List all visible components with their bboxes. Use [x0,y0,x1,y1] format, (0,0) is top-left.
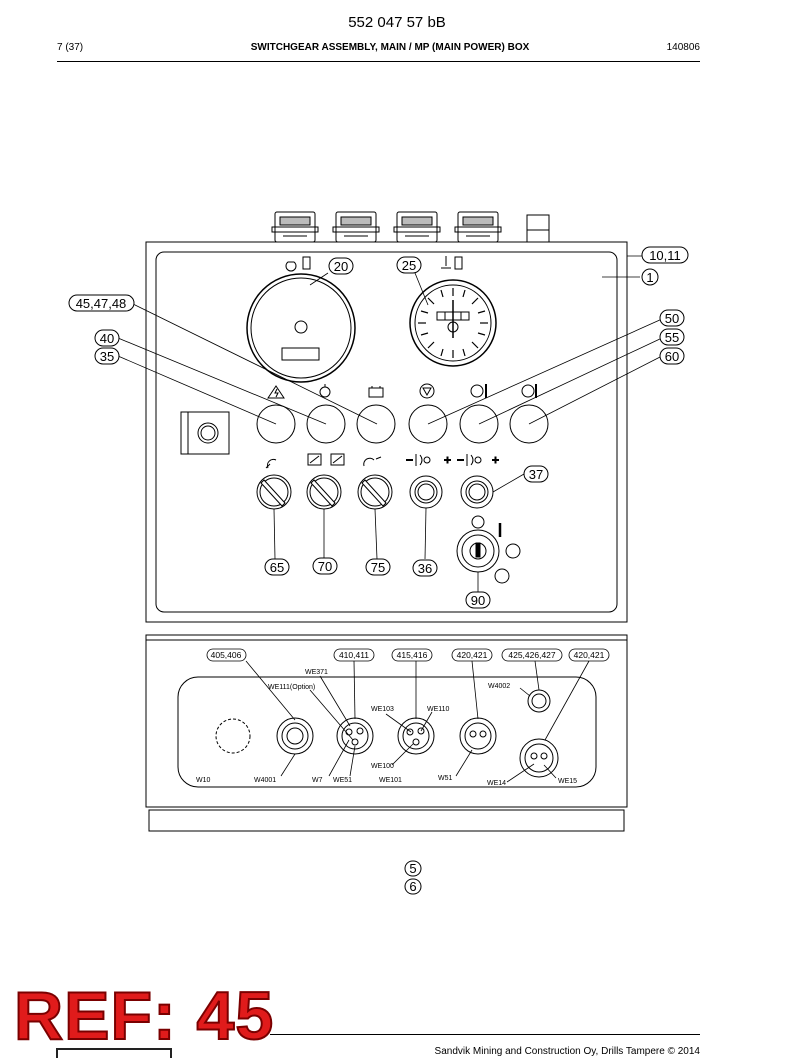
page-number: 7 (37) [57,42,84,53]
cable-label-we101: WE101 [379,777,402,784]
callout-6: 6 [409,879,416,894]
cable-labels: WE371 WE111(Option) WE103 WE110 W4002 WE… [196,669,577,787]
cable-label-w4002: W4002 [488,683,510,690]
coolant-temp-icon [441,256,463,270]
cable-label-w51: W51 [438,775,453,782]
cable-entry-small [527,689,551,713]
gauge-right-dial [409,279,497,367]
engine-temp-icon [319,384,331,398]
cable-label-we51: WE51 [333,777,352,784]
indicator-lamps [256,404,549,444]
cable-entry-gland [276,717,314,755]
cable-label-we371: WE371 [305,669,328,676]
pump-minus-plus-icon [406,454,499,466]
callout-405-406: 405,406 [211,650,242,660]
cable-label-w10: W10 [196,777,211,784]
document-title: SWITCHGEAR ASSEMBLY, MAIN / MP (MAIN POW… [250,42,530,53]
cable-entry-gland [459,717,497,755]
callout-35: 35 [100,349,114,364]
cable-label-we14: WE14 [487,780,506,787]
document-number: 552 047 57 bB [348,14,446,31]
engine-hours-icon [285,256,311,272]
push-button-box [180,411,230,455]
cable-label-w4001: W4001 [254,777,276,784]
lamp-warning-icon [267,385,285,399]
rotary-switch [256,474,292,510]
callout-40: 40 [100,331,114,346]
cable-entry-gland [336,717,374,755]
cable-entry-gland [397,717,435,755]
top-cable-glands [271,211,550,243]
callout-420-421-a: 420,421 [457,650,488,660]
callout-70: 70 [318,559,332,574]
main-box-outline [145,241,628,623]
cable-label-we110: WE110 [427,706,450,713]
callout-labels: 20 25 10,11 1 45,47,48 40 35 50 55 60 37… [76,248,681,894]
vent-plug [526,214,550,243]
rotary-switch [306,474,342,510]
ref-stamp: REF: 45 [13,978,275,1054]
push-button [409,475,443,509]
cable-gland [454,211,502,243]
callout-36: 36 [418,561,432,576]
push-button [460,475,494,509]
callout-25: 25 [402,258,416,273]
footer-rule [270,1034,700,1035]
callout-55: 55 [665,330,679,345]
cable-entry-blank [215,718,251,754]
bottom-box-outline [145,634,628,808]
callout-65: 65 [270,560,284,575]
oil-pressure-icon [470,384,487,398]
callout-420-421-b: 420,421 [574,650,605,660]
bottom-leader-lines [245,660,590,783]
gland-plate [177,676,597,788]
cable-label-we103: WE103 [371,706,394,713]
hazard-triangle-icon [419,383,435,399]
cable-label-w7: W7 [312,777,323,784]
cable-gland [332,211,380,243]
key-switch-icon [456,515,521,584]
rotary-switch [357,474,393,510]
washer-icon [363,456,382,467]
battery-icon [368,386,384,398]
callout-415-416: 415,416 [397,650,428,660]
cable-label-we100: WE100 [371,763,394,770]
cable-label-we111: WE111(Option) [268,684,315,691]
brand-logo [56,1048,172,1058]
callout-5: 5 [409,861,416,876]
callout-45-47-48: 45,47,48 [76,296,127,311]
leader-lines [117,255,663,592]
callout-60: 60 [665,349,679,364]
cable-gland [271,211,319,243]
fuel-level-icon [521,384,537,398]
document-date: 140806 [666,42,700,53]
callout-90: 90 [471,593,485,608]
callout-425-426-427: 425,426,427 [508,650,556,660]
callout-410-411: 410,411 [339,650,369,660]
callout-20: 20 [334,259,348,274]
work-light-icon [265,458,277,469]
callout-37: 37 [529,467,543,482]
callout-50: 50 [665,311,679,326]
bottom-box-base [148,809,625,832]
cable-label-we15: WE15 [558,778,577,785]
callout-10-11: 10,11 [649,248,681,263]
callouts [68,246,689,895]
bottom-callouts [206,648,610,662]
header-rule [57,61,700,62]
bottom-callout-labels: 405,406 410,411 415,416 420,421 425,426,… [211,650,605,660]
wiper-icon [307,453,345,466]
callout-75: 75 [371,560,385,575]
gauge-left [246,273,356,383]
callout-1: 1 [646,270,653,285]
cable-entry-gland [519,738,559,778]
main-box-panel [155,251,618,613]
cable-gland [393,211,441,243]
footer-copyright: Sandvik Mining and Construction Oy, Dril… [434,1046,700,1057]
